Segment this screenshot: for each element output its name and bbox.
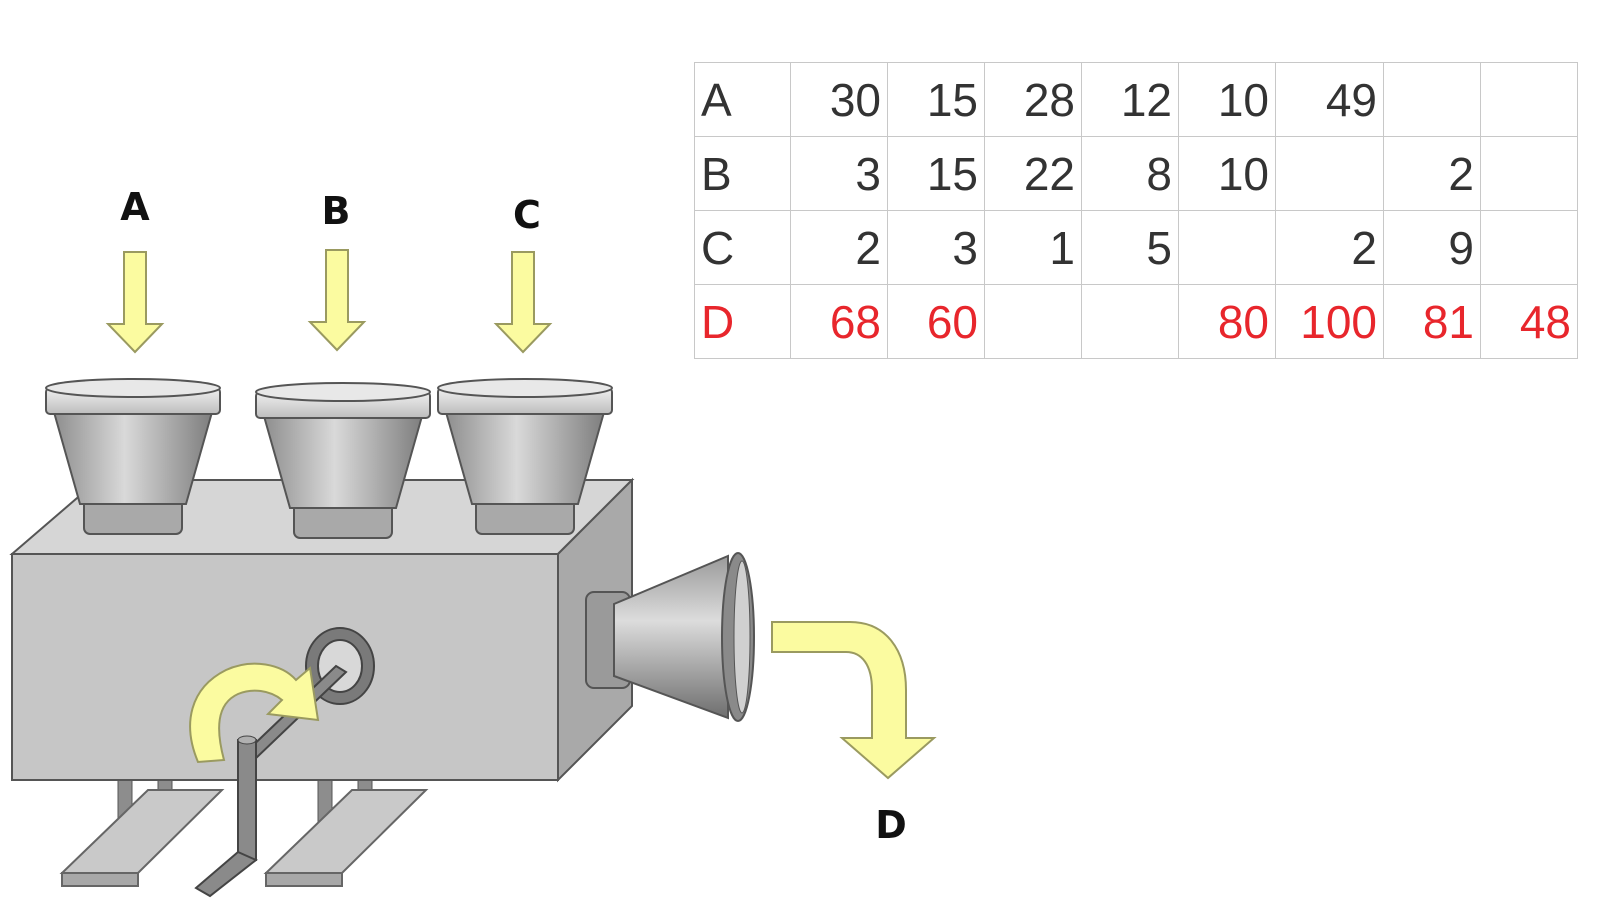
table-cell: 1 [984, 210, 1082, 285]
table-cell: 10 [1178, 62, 1276, 137]
output-cone [585, 552, 755, 722]
table-cell [1383, 62, 1481, 137]
table-cell: 10 [1178, 136, 1276, 211]
label-a: A [120, 185, 150, 229]
machine-legs [59, 769, 429, 887]
table-cell [1480, 136, 1578, 211]
table-cell: 2 [790, 210, 888, 285]
arrow-d [771, 621, 937, 780]
table-cell [1275, 136, 1384, 211]
table-cell [1081, 284, 1179, 359]
table-cell: 15 [887, 62, 985, 137]
table-cell: 3 [887, 210, 985, 285]
table-cell: 2 [1275, 210, 1384, 285]
table-cell: 28 [984, 62, 1082, 137]
label-c: C [513, 193, 541, 237]
table-cell [1480, 210, 1578, 285]
hopper-a [45, 378, 221, 535]
row-label: A [694, 62, 791, 137]
label-d: D [875, 803, 907, 847]
table-cell: 30 [790, 62, 888, 137]
hopper-c [437, 378, 613, 535]
table-cell: 3 [790, 136, 888, 211]
table-cell: 100 [1275, 284, 1384, 359]
table-cell: 60 [887, 284, 985, 359]
arrow-a [105, 251, 165, 354]
label-b: B [322, 189, 351, 233]
table-cell: 15 [887, 136, 985, 211]
rotation-arrow [189, 662, 320, 764]
table-cell: 22 [984, 136, 1082, 211]
table-cell: 12 [1081, 62, 1179, 137]
arrow-c [493, 251, 553, 354]
table-cell [1480, 62, 1578, 137]
table-cell: 5 [1081, 210, 1179, 285]
table-cell [1178, 210, 1276, 285]
table-cell: 2 [1383, 136, 1481, 211]
table-cell: 81 [1383, 284, 1481, 359]
table-cell: 8 [1081, 136, 1179, 211]
table-cell: 9 [1383, 210, 1481, 285]
row-label: D [694, 284, 791, 359]
row-label: B [694, 136, 791, 211]
table-cell: 48 [1480, 284, 1578, 359]
row-label: C [694, 210, 791, 285]
table-cell: 80 [1178, 284, 1276, 359]
table-cell [984, 284, 1082, 359]
table-cell: 68 [790, 284, 888, 359]
arrow-b [307, 249, 367, 352]
hopper-b [255, 382, 431, 539]
table-cell: 49 [1275, 62, 1384, 137]
